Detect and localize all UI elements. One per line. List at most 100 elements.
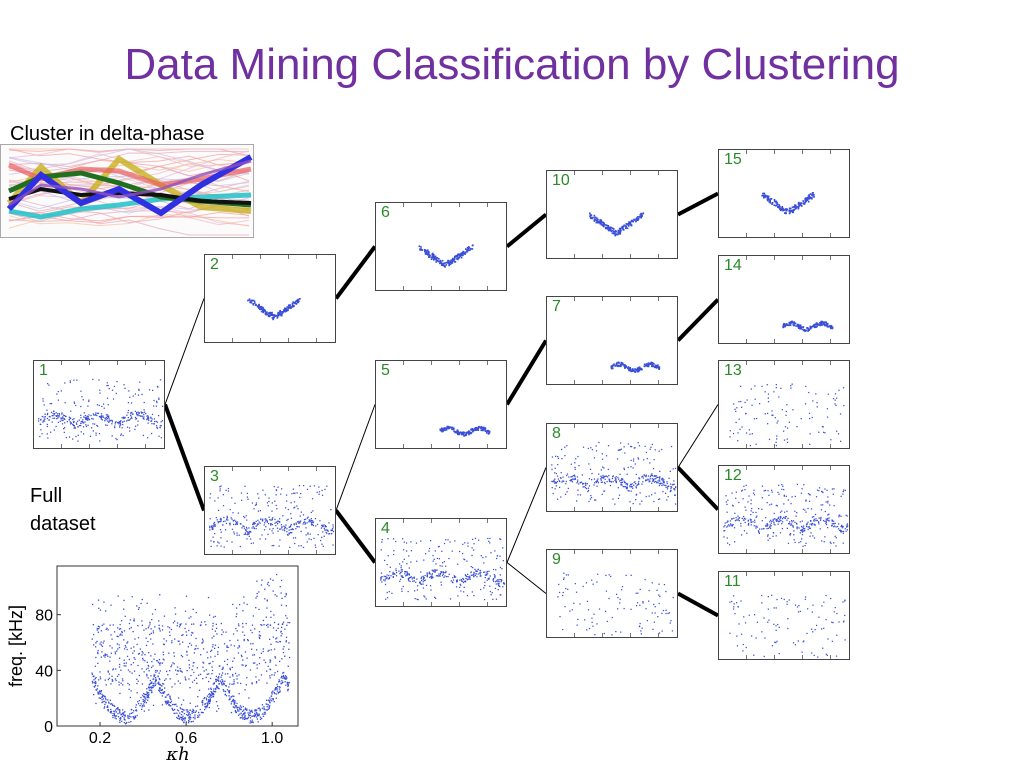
edge-9-11 xyxy=(677,591,719,618)
node-ticks-bottom xyxy=(719,549,849,553)
node-ticks-top xyxy=(34,361,164,365)
full-label-line1: Full xyxy=(30,485,63,507)
cluster-node-2: 2 xyxy=(204,254,336,343)
node-scatter xyxy=(761,192,815,215)
node-scatter xyxy=(247,298,301,321)
cluster-node-label: 9 xyxy=(552,551,561,568)
cluster-node-label: 4 xyxy=(381,520,390,537)
cluster-node-label: 1 xyxy=(39,362,48,379)
node-scatter xyxy=(380,537,506,601)
node-scatter xyxy=(589,212,645,237)
edge-1-2 xyxy=(164,298,205,405)
node-scatter xyxy=(551,441,677,505)
edge-3-4 xyxy=(334,509,377,564)
cluster-node-15: 15 xyxy=(718,149,850,238)
cluster-node-label: 15 xyxy=(724,151,742,168)
node-ticks-top xyxy=(719,572,849,576)
node-scatter xyxy=(729,383,845,447)
node-ticks-bottom xyxy=(719,444,849,448)
node-scatter xyxy=(610,361,661,373)
node-scatter xyxy=(439,425,491,437)
edge-6-10 xyxy=(505,212,548,249)
node-ticks-bottom xyxy=(376,444,506,448)
cluster-node-label: 8 xyxy=(552,425,561,442)
x-tick-label: 1.0 xyxy=(261,730,283,747)
node-ticks-bottom xyxy=(547,380,677,384)
cluster-node-label: 13 xyxy=(724,362,742,379)
node-ticks-bottom xyxy=(719,339,849,343)
node-ticks-top xyxy=(376,519,506,523)
node-ticks-bottom xyxy=(719,233,849,237)
delta-line-cyan xyxy=(8,192,252,220)
cluster-node-label: 10 xyxy=(552,172,570,189)
page-title: Data Mining Classification by Clustering xyxy=(124,40,900,89)
node-ticks-top xyxy=(719,361,849,365)
x-axis-label: κh xyxy=(165,744,189,765)
node-ticks-top xyxy=(719,150,849,154)
node-ticks-bottom xyxy=(376,602,506,606)
cluster-node-label: 12 xyxy=(724,467,742,484)
node-ticks-bottom xyxy=(34,444,164,448)
edge-4-9 xyxy=(506,562,547,594)
node-ticks-bottom xyxy=(547,254,677,258)
delta-phase-lines xyxy=(6,148,253,236)
cluster-node-label: 11 xyxy=(724,573,741,590)
node-scatter xyxy=(38,378,164,442)
cluster-node-6: 6 xyxy=(375,202,507,291)
node-scatter xyxy=(557,572,674,636)
edge-2-6 xyxy=(334,245,377,300)
edge-1-3 xyxy=(163,403,206,512)
node-scatter xyxy=(209,485,335,549)
cluster-node-label: 6 xyxy=(381,204,390,221)
node-ticks-top xyxy=(547,171,677,175)
x-tick-label: 0.6 xyxy=(175,730,197,747)
node-scatter xyxy=(418,244,474,268)
cluster-node-label: 5 xyxy=(381,362,390,379)
delta-line-blue xyxy=(6,154,253,217)
delta-line-black xyxy=(8,186,252,205)
cluster-node-label: 2 xyxy=(210,256,219,273)
full-dataset-label: Full dataset xyxy=(30,482,96,538)
cluster-node-14: 14 xyxy=(718,255,850,344)
node-ticks-top xyxy=(205,467,335,471)
cluster-node-11: 11 xyxy=(718,571,850,660)
cluster-node-4: 4 xyxy=(375,518,507,607)
node-ticks-top xyxy=(547,550,677,554)
y-tick-label: 80 xyxy=(35,608,53,625)
full-label-line2: dataset xyxy=(30,513,96,535)
node-ticks-top xyxy=(376,361,506,365)
node-ticks-top xyxy=(719,256,849,260)
cluster-node-label: 7 xyxy=(552,298,561,315)
node-ticks-bottom xyxy=(547,507,677,511)
delta-phase-thumbnail xyxy=(0,144,254,238)
node-ticks-bottom xyxy=(719,655,849,659)
node-scatter xyxy=(723,483,849,547)
cluster-node-label: 3 xyxy=(210,468,219,485)
node-ticks-bottom xyxy=(205,338,335,342)
edge-10-15 xyxy=(677,191,719,217)
cluster-node-13: 13 xyxy=(718,360,850,449)
edge-4-8 xyxy=(506,467,547,563)
cluster-node-3: 3 xyxy=(204,466,336,555)
node-ticks-bottom xyxy=(205,550,335,554)
cluster-node-5: 5 xyxy=(375,360,507,449)
plot-points xyxy=(91,573,291,725)
edge-8-13 xyxy=(677,404,719,468)
edge-7-14 xyxy=(676,298,720,342)
cluster-node-12: 12 xyxy=(718,465,850,554)
delta-line-purple xyxy=(8,159,252,207)
node-scatter xyxy=(782,320,834,332)
plot-frame xyxy=(56,565,299,727)
cluster-node-9: 9 xyxy=(546,549,678,638)
edge-8-12 xyxy=(676,466,720,511)
node-ticks-top xyxy=(205,255,335,259)
node-ticks-top xyxy=(376,203,506,207)
y-axis-label: freq. [kHz] xyxy=(6,605,26,687)
delta-phase-label: Cluster in delta-phase xyxy=(10,123,205,145)
node-ticks-bottom xyxy=(376,286,506,290)
edge-3-5 xyxy=(335,404,376,511)
node-ticks-top xyxy=(547,297,677,301)
node-ticks-top xyxy=(547,424,677,428)
